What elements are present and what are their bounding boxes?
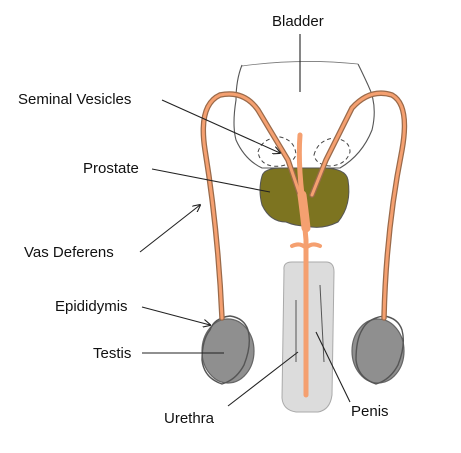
penis-inner-line-2: [319, 284, 325, 363]
bladder-shape: [233, 63, 375, 169]
urethra-duct: [296, 132, 309, 398]
vas-deferens-label: Vas Deferens: [24, 244, 114, 261]
ejaculatory-duct: [297, 190, 311, 233]
bladder-label: Bladder: [272, 13, 324, 30]
seminal-vesicles-label: Seminal Vesicles: [18, 91, 132, 108]
urethra-leader: [227, 351, 299, 407]
penis-label: Penis: [351, 403, 389, 420]
epididymis-leader: [141, 306, 210, 325]
vas-deferens-leader: [139, 205, 200, 253]
vas-deferens-right: [309, 90, 408, 321]
penis-leader: [315, 331, 351, 403]
testis-right: [351, 318, 405, 384]
seminal-vesicles-leader: [161, 99, 280, 153]
prostate-label: Prostate: [83, 160, 139, 177]
epididymis-label: Epididymis: [55, 298, 128, 315]
epididymis-left: [201, 315, 251, 385]
prostate-leader: [151, 168, 271, 193]
testis-label: Testis: [93, 345, 132, 362]
urethra-label: Urethra: [164, 410, 215, 427]
bulbourethral-glands: [290, 242, 322, 251]
vas-deferens-left: [200, 91, 303, 321]
